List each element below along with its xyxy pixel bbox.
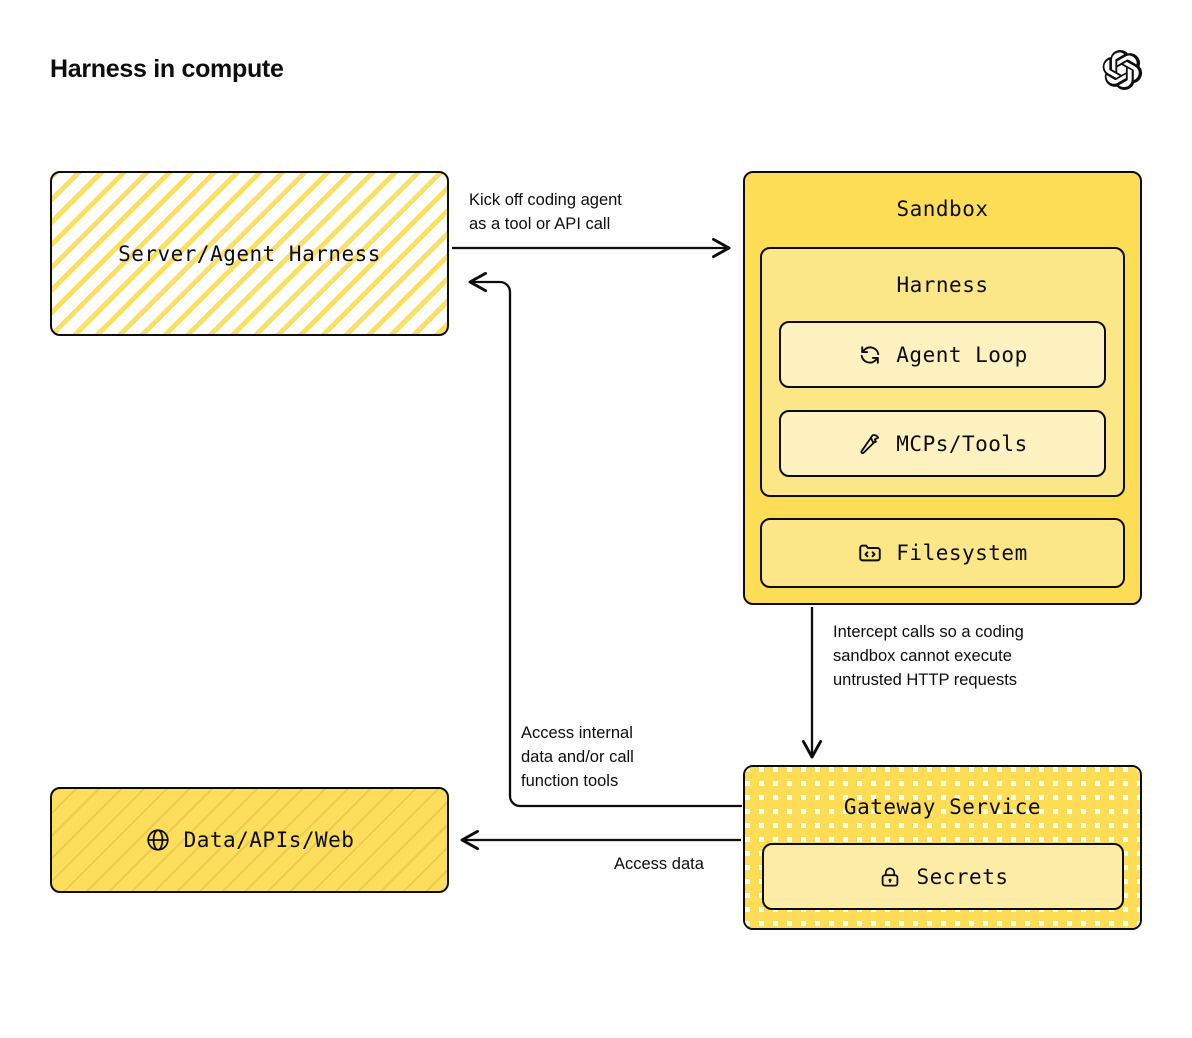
lock-icon [877,864,903,890]
node-server-agent-harness-label: Server/Agent Harness [118,241,381,266]
node-filesystem[interactable]: Filesystem [760,518,1125,588]
node-gateway-service-label: Gateway Service [843,795,1042,819]
edge-access-internal [510,0,741,814]
node-filesystem-label: Filesystem [896,541,1028,565]
page-title: Harness in compute [50,55,284,83]
node-agent-loop-label: Agent Loop [896,342,1028,367]
loop-icon [857,342,883,368]
folder-code-icon [857,540,883,566]
edge-label-access-internal: Access internal data and/or call functio… [521,724,634,790]
openai-logo [1100,48,1144,92]
node-sandbox-label: Sandbox [896,197,989,221]
globe-icon [145,827,171,853]
node-server-agent-harness[interactable]: Server/Agent Harness [50,171,449,336]
node-data-apis-web-label: Data/APIs/Web [183,828,355,852]
hammer-icon [857,431,883,457]
node-agent-loop[interactable]: Agent Loop [779,321,1106,388]
edge-label-access-data: Access data [614,855,704,873]
node-data-apis-web[interactable]: Data/APIs/Web [50,787,449,893]
node-mcps-tools-label: MCPs/Tools [896,431,1028,456]
node-harness-label: Harness [896,273,989,297]
node-mcps-tools[interactable]: MCPs/Tools [779,410,1106,477]
edge-label-kickoff: Kick off coding agent as a tool or API c… [469,191,622,233]
edge-label-intercept: Intercept calls so a coding sandbox cann… [833,623,1024,689]
node-secrets-label: Secrets [916,864,1009,889]
node-secrets[interactable]: Secrets [762,843,1124,910]
